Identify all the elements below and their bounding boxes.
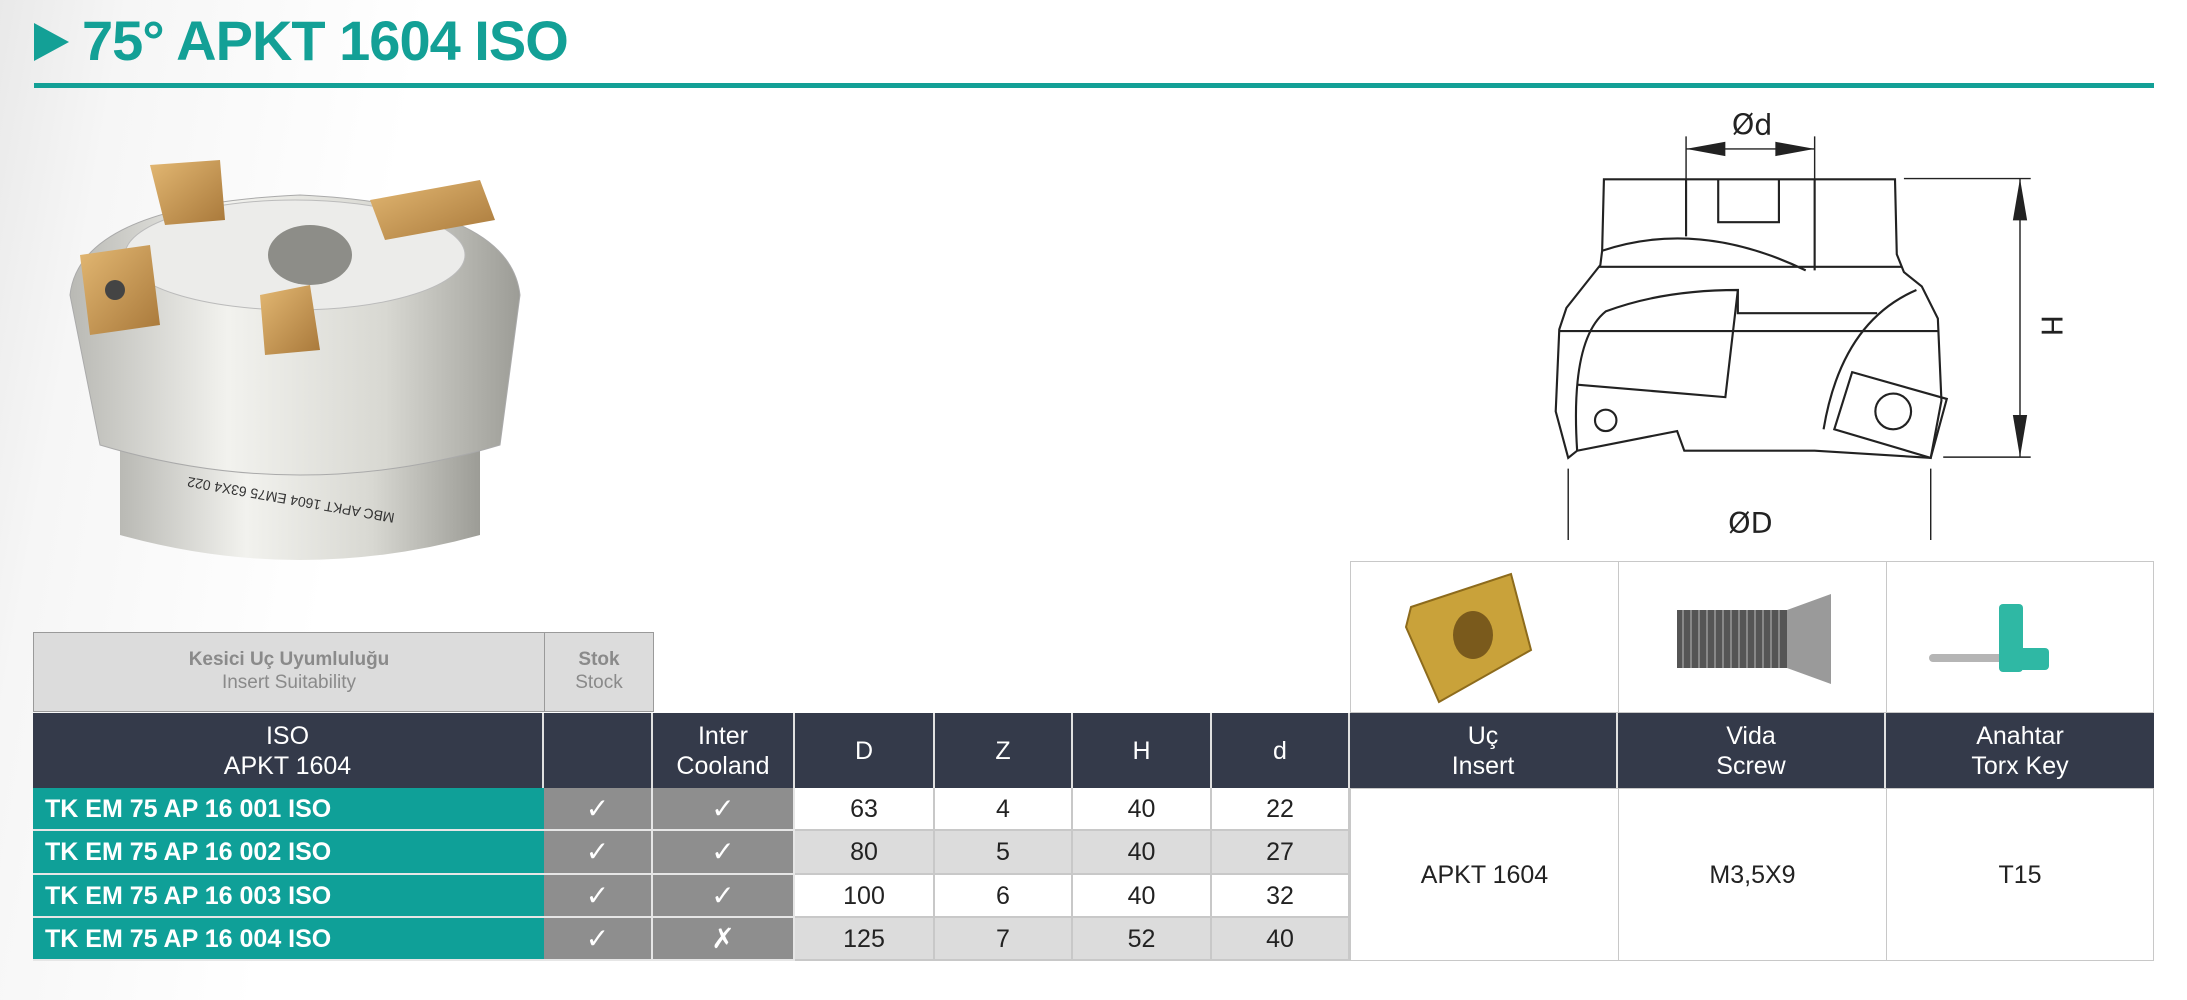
coolant-cross-icon: ✗ [653,918,795,961]
coolant-check-icon: ✓ [653,831,795,875]
col-iso-2: APKT 1604 [223,751,352,780]
drawing-insert-left [1574,288,1740,451]
row-code: TK EM 75 AP 16 003 ISO [33,875,544,918]
stock-en: Stock [575,672,623,693]
drawing-screw-hole [1593,408,1618,433]
drawing-insert-right [1832,370,1949,460]
col-header-D: D [795,713,935,788]
label-height: H [2034,315,2068,336]
title-arrow-icon [34,23,69,61]
drawing-body-lines [1559,237,1938,333]
drawing-chip-flute [1822,289,1917,430]
row-code: TK EM 75 AP 16 002 ISO [33,831,544,875]
torx-key-icon [1929,604,2049,672]
col-cool-1: Inter [697,721,749,750]
stock-header: Stok Stock [544,632,654,712]
label-bore-diameter: Ød [1732,108,1773,142]
cell-Z: 6 [935,875,1073,918]
col-screw-2: Screw [1716,751,1786,780]
accessory-key: T15 [1886,788,2154,961]
col-cool-2: Cooland [676,751,770,780]
col-insert-2: Insert [1451,751,1515,780]
cell-Z: 7 [935,918,1073,961]
coolant-check-icon: ✓ [653,788,795,831]
row-code: TK EM 75 AP 16 004 ISO [33,918,544,961]
cell-Z: 5 [935,831,1073,875]
mill-bore [268,225,352,285]
suitability-en: Insert Suitability [221,672,357,693]
col-key-2: Torx Key [1971,751,2069,780]
stock-check-icon: ✓ [544,875,653,918]
insert-top [150,160,225,225]
cell-d: 22 [1212,788,1350,831]
cell-D: 125 [795,918,935,961]
accessory-screw: M3,5X9 [1618,788,1887,961]
col-screw-1: Vida [1726,721,1776,750]
cell-D: 100 [795,875,935,918]
col-header-H: H [1073,713,1212,788]
torx-key-image-box [1886,561,2154,713]
cell-d: 32 [1212,875,1350,918]
label-outer-diameter: ØD [1728,506,1772,540]
insert-front [260,285,320,355]
coolant-check-icon: ✓ [653,875,795,918]
suitability-tr: Kesici Uç Uyumluluğu [188,649,390,671]
stock-tr: Stok [578,649,620,671]
stock-check-icon: ✓ [544,831,653,875]
cell-D: 80 [795,831,935,875]
col-header-Z: Z [935,713,1073,788]
screw-icon [1677,594,1831,684]
col-header-d: d [1212,713,1350,788]
drawing-outline [1554,178,1943,460]
screw-icon [105,280,125,300]
cell-D: 63 [795,788,935,831]
insert-right [370,180,495,240]
cell-d: 27 [1212,831,1350,875]
cell-H: 40 [1073,831,1212,875]
drawing-key-slot [1685,179,1816,271]
col-key-1: Anahtar [1976,721,2064,750]
cell-H: 52 [1073,918,1212,961]
cell-Z: 4 [935,788,1073,831]
page-title: 75° APKT 1604 ISO [82,9,569,72]
technical-drawing: Ød ØD H [1554,108,2068,540]
insert-image-box [1350,561,1619,713]
accessory-insert: APKT 1604 [1350,788,1619,961]
cell-H: 40 [1073,875,1212,918]
dimension-arrows [1686,141,2028,458]
cell-H: 40 [1073,788,1212,831]
screw-image-box [1618,561,1887,713]
product-photo-face-mill: MBC APKT 1604 EM75 63X4 022 [69,160,521,560]
cell-d: 40 [1212,918,1350,961]
col-header-stock [544,713,653,788]
col-iso-1: ISO [265,721,310,750]
stock-check-icon: ✓ [544,788,653,831]
row-code: TK EM 75 AP 16 001 ISO [33,788,544,831]
dimension-lines [1567,136,2031,540]
col-insert-1: Uç [1467,721,1499,750]
torx-screw-icon [1874,392,1913,431]
stock-check-icon: ✓ [544,918,653,961]
insert-suitability-header: Kesici Uç Uyumluluğu Insert Suitability [33,632,545,712]
insert-icon [1404,572,1533,704]
title-divider [34,83,2154,88]
